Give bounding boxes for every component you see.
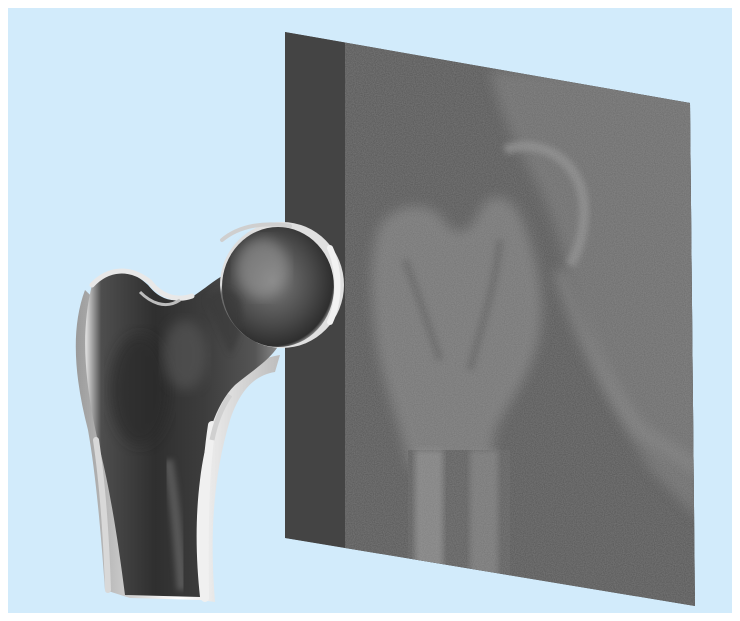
xray-projection-plane	[285, 32, 700, 610]
